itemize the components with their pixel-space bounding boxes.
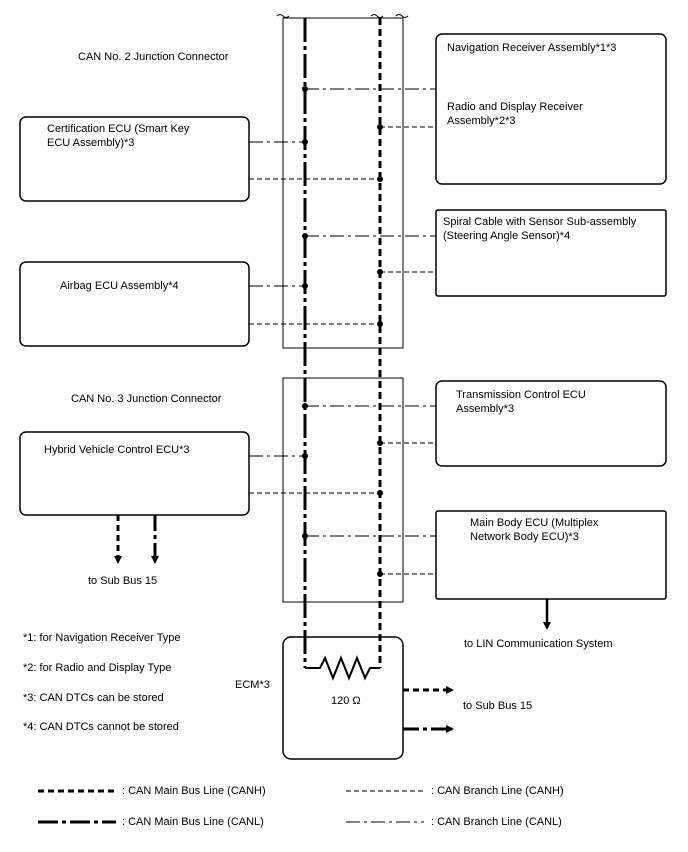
junction-dots	[302, 86, 383, 577]
transmission-ecu-box	[435, 380, 667, 467]
certification-ecu-box	[19, 116, 250, 202]
junction-connector-no2-box	[282, 17, 404, 349]
airbag-ecu-box	[19, 261, 250, 347]
break-mark-right	[395, 14, 409, 18]
note-3: *3: CAN DTCs can be stored	[23, 692, 164, 704]
hybrid-sub-bus-label: to Sub Bus 15	[88, 575, 158, 587]
legend-canl-main-label: : CAN Main Bus Line (CANL)	[122, 816, 264, 828]
ecm-box	[282, 636, 404, 760]
navigation-receiver-label: Navigation Receiver Assembly*1*3	[447, 42, 617, 54]
airbag-ecu-label: Airbag ECU Assembly*4	[60, 280, 179, 292]
note-2: *2: for Radio and Display Type	[23, 662, 172, 674]
ecm-sub-bus-label: to Sub Bus 15	[463, 700, 533, 712]
break-mark-left	[276, 14, 290, 18]
ecm-label: ECM*3	[235, 679, 270, 691]
navigation-receiver-box	[435, 33, 667, 185]
junction-connector-no3-label: CAN No. 3 Junction Connector	[71, 393, 222, 405]
transmission-ecu-label: Transmission Control ECU Assembly*3	[456, 389, 586, 415]
resistor-symbol	[305, 655, 380, 681]
main-body-ecu-box	[435, 510, 667, 600]
lin-communication-label: to LIN Communication System	[464, 638, 613, 650]
hybrid-ecu-box	[19, 431, 250, 516]
spiral-cable-box	[435, 209, 667, 297]
break-mark-center	[370, 14, 384, 18]
main-body-ecu-label: Main Body ECU (Multiplex Network Body EC…	[470, 517, 599, 543]
spiral-cable-label: Spiral Cable with Sensor Sub-assembly (S…	[443, 216, 637, 242]
legend-canh-branch-label: : CAN Branch Line (CANH)	[431, 785, 564, 797]
resistor-value-label: 120 Ω	[331, 695, 361, 707]
branch-lines-canl	[249, 88, 436, 537]
legend-canh-main-label: : CAN Main Bus Line (CANH)	[122, 785, 266, 797]
note-1: *1: for Navigation Receiver Type	[23, 632, 181, 644]
certification-ecu-label: Certification ECU (Smart Key ECU Assembl…	[47, 123, 190, 149]
branch-lines-canh	[249, 126, 436, 575]
legend-canl-branch-label: : CAN Branch Line (CANL)	[431, 816, 562, 828]
hybrid-ecu-label: Hybrid Vehicle Control ECU*3	[44, 444, 190, 456]
junction-connector-no2-label: CAN No. 2 Junction Connector	[78, 51, 229, 63]
note-4: *4: CAN DTCs cannot be stored	[23, 721, 179, 733]
radio-display-receiver-label: Radio and Display Receiver Assembly*2*3	[447, 101, 583, 127]
junction-connector-no3-box	[282, 377, 404, 603]
